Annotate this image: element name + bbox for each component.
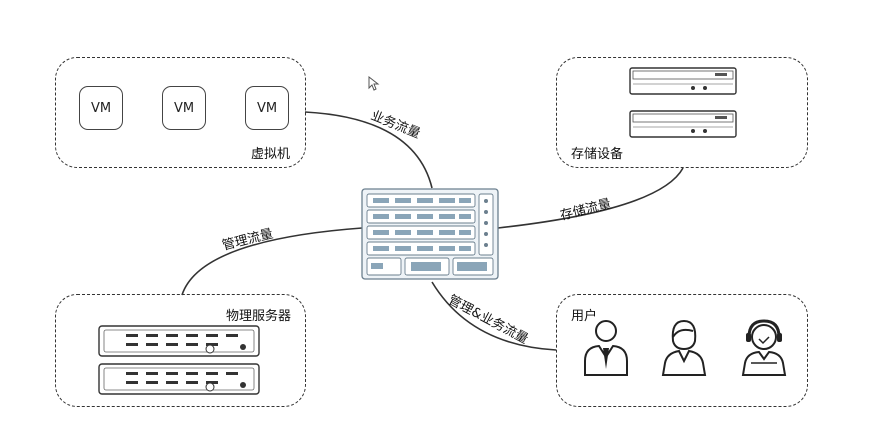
user-support-icon (741, 319, 787, 376)
edge-users-core (431, 281, 557, 351)
user-male-icon (584, 320, 628, 376)
physical-group-label: 物理服务器 (226, 309, 292, 324)
vm-group-label: 虚拟机 (251, 147, 291, 162)
rack-switch-icon (361, 188, 499, 280)
vm-icon: VM (79, 86, 123, 130)
vm-label: VM (173, 100, 195, 116)
storage-group-label: 存储设备 (571, 147, 624, 162)
users-group-label: 用户 (571, 309, 598, 324)
storage-server-icon (629, 67, 737, 95)
users-group: 用户 (556, 294, 808, 407)
storage-group: 存储设备 (556, 57, 808, 168)
physical-server-group: 物理服务器 (55, 294, 306, 407)
mouse-cursor-icon (368, 76, 380, 91)
vm-label: VM (90, 100, 112, 116)
vm-icon: VM (162, 86, 206, 130)
edge-physical-core (181, 227, 363, 296)
user-female-icon (661, 319, 707, 376)
storage-server-icon (629, 110, 737, 138)
vm-icon: VM (245, 86, 289, 130)
vm-group: VM VM VM 虚拟机 (55, 57, 306, 168)
physical-server-icon (98, 363, 260, 395)
edge-storage-core (497, 167, 684, 229)
physical-server-icon (98, 325, 260, 357)
vm-label: VM (256, 100, 278, 116)
edge-vm-core (304, 111, 433, 189)
